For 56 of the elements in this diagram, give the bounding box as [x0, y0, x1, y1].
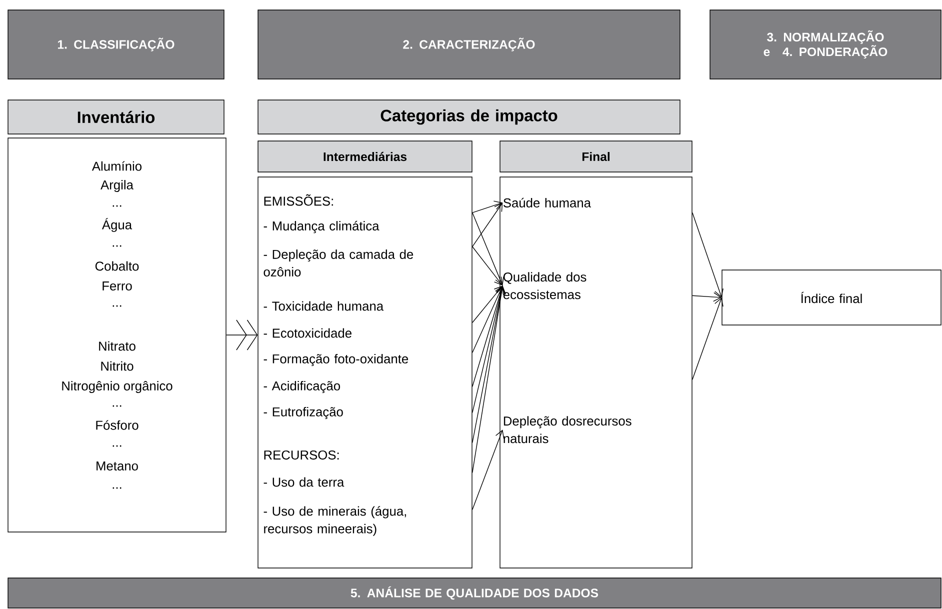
list-item: ...	[112, 305, 122, 307]
arrow	[472, 286, 505, 387]
arrow	[472, 286, 503, 323]
list-item: Ferro	[102, 282, 132, 290]
arrow	[472, 286, 504, 353]
header-box: Categorias de impacto	[258, 100, 680, 134]
list-item: - Acidificação	[264, 380, 340, 394]
arrow	[472, 286, 506, 413]
step-banner: 5. ANÁLISE DE QUALIDADE DOS DADOS	[8, 578, 942, 608]
list-item: Nitrogênio orgânico	[62, 381, 172, 394]
arrow	[692, 212, 724, 298]
header-box: Inventário	[8, 100, 224, 134]
list-item: ...	[112, 405, 122, 407]
list-item: Metano	[96, 462, 138, 470]
list-box	[258, 176, 472, 568]
list-item: Fósforo	[96, 420, 138, 430]
list-item: ...	[112, 245, 122, 247]
list-item: ...	[112, 487, 122, 489]
list-item: - Toxicidade humana	[264, 301, 384, 311]
list-item: - Uso da terra	[264, 477, 344, 487]
arrow	[692, 292, 722, 302]
arrow	[472, 202, 503, 247]
list-item: Cobalto	[95, 261, 139, 271]
list-item: - Ecotoxicidade	[264, 328, 352, 338]
content-box: Índice final	[722, 270, 942, 326]
list-item: ...	[112, 205, 122, 207]
step-banner: 3. NORMALIZAÇÃO e 4. PONDERAÇÃO	[710, 10, 942, 80]
step-banner: 1. CLASSIFICAÇÃO	[8, 10, 224, 80]
list-item: EMISSÕES:	[264, 194, 333, 206]
arrow	[692, 298, 724, 380]
content-box	[500, 176, 692, 568]
list-item: - Mudança climática	[264, 220, 380, 234]
category-text: Qualidade dos ecossistemas	[503, 272, 586, 300]
list-item: Argila	[100, 180, 134, 192]
arrow	[472, 286, 506, 443]
header-box: Intermediárias	[258, 140, 472, 172]
list-item: ...	[112, 445, 122, 447]
step-banner: 2. CARACTERIZAÇÃO	[258, 10, 680, 80]
list-item: - Eutrofização	[264, 406, 343, 420]
list-item: - Formação foto-oxidante	[264, 354, 408, 366]
list-item: Água	[102, 218, 132, 232]
list-item: Nitrito	[101, 361, 134, 371]
list-item: Alumínio	[92, 161, 142, 171]
list-item: RECURSOS:	[264, 450, 339, 460]
arrow	[472, 246, 503, 286]
category-text: Depleção dosrecursos naturais	[504, 416, 632, 444]
list-item: - Depleção da camada de ozônio	[264, 250, 414, 277]
header-box: Final	[500, 140, 692, 172]
arrow	[472, 200, 503, 213]
list-box	[8, 138, 226, 532]
arrow	[472, 286, 506, 473]
arrow	[472, 430, 504, 510]
list-item: Nitrato	[99, 341, 136, 351]
arrow	[472, 212, 504, 286]
list-item: - Uso de minerais (água, recursos mineerais)	[264, 506, 406, 536]
category-text: Saúde humana	[503, 198, 591, 208]
